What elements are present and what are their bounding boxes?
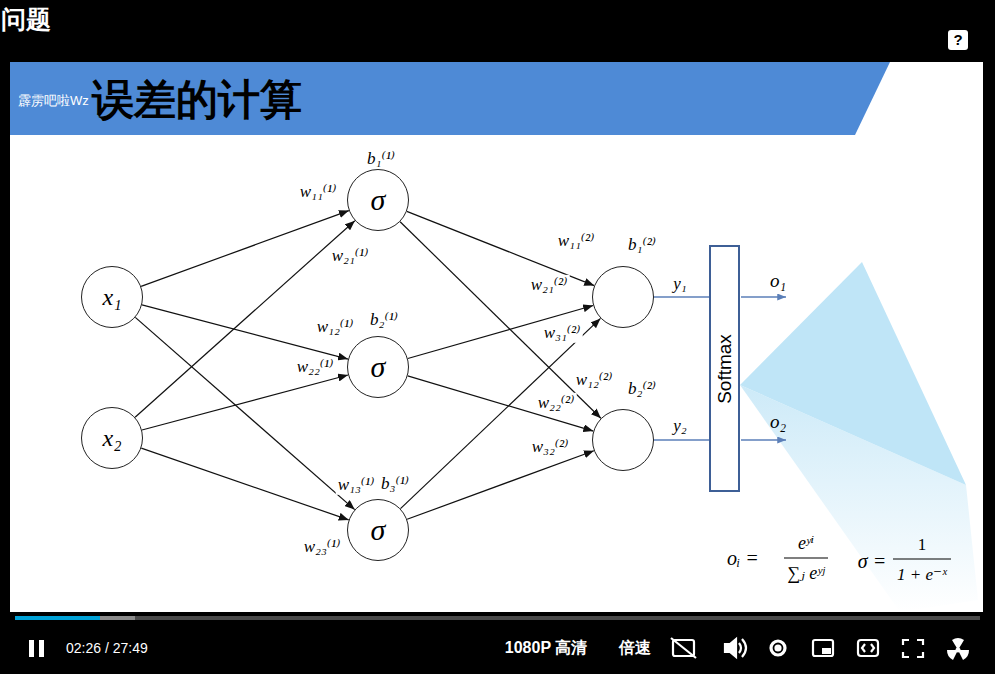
weight-arrow xyxy=(135,221,355,418)
settings-icon xyxy=(771,641,785,655)
weight-arrow xyxy=(407,451,594,520)
output-arrow xyxy=(741,439,786,440)
pause-icon xyxy=(39,640,44,657)
progress-buffer xyxy=(15,616,135,620)
bias-label: b₂⁽²⁾ xyxy=(626,378,658,399)
weight-arrow xyxy=(400,222,601,419)
weight-arrow xyxy=(141,448,348,520)
quality-button: 1080P 高清 xyxy=(505,638,587,657)
neuron-symbol: σ xyxy=(371,352,386,382)
weight-label: w₃₂⁽²⁾ xyxy=(530,437,571,457)
bias-label: b₁⁽²⁾ xyxy=(626,234,658,255)
weight-label: w₂₃⁽¹⁾ xyxy=(302,537,343,557)
weight-label: w₃₁⁽²⁾ xyxy=(542,323,583,343)
weight-arrow xyxy=(142,375,348,430)
output-neuron: b₂⁽²⁾ xyxy=(592,409,654,471)
title-band xyxy=(10,62,890,135)
signal-line xyxy=(654,439,709,440)
output-symbol: o₂ xyxy=(770,411,786,434)
neuron-symbol: σ xyxy=(371,185,386,215)
weight-label: w₂₁⁽¹⁾ xyxy=(330,246,371,266)
weight-arrow xyxy=(135,317,354,509)
output-neuron: b₁⁽²⁾ xyxy=(592,266,654,328)
weight-label: w₂₂⁽¹⁾ xyxy=(295,357,336,377)
slide-title: 误差的计算 xyxy=(92,72,302,128)
pip-icon xyxy=(813,640,833,656)
signal-label: y₁ xyxy=(671,274,688,294)
volume-icon xyxy=(742,639,746,657)
panel-title: 问题 xyxy=(1,4,51,34)
weight-arrow xyxy=(408,306,593,359)
radiation-icon xyxy=(958,650,969,660)
slide-ground xyxy=(10,62,983,612)
bias-label: b₂⁽¹⁾ xyxy=(368,309,400,330)
input-neuron: x₂ xyxy=(81,407,143,469)
weight-arrow xyxy=(141,211,349,287)
subtitle-icon xyxy=(671,638,696,658)
box-text: Softmax xyxy=(714,334,735,404)
weight-label: w₂₁⁽²⁾ xyxy=(529,275,570,295)
radiation-icon xyxy=(947,638,969,660)
weight-arrow xyxy=(408,376,594,431)
output-symbol: o₁ xyxy=(770,270,786,293)
volume-icon xyxy=(725,639,736,657)
weight-label: w₁₃⁽¹⁾ xyxy=(336,475,377,495)
bias-label: b₃⁽¹⁾ xyxy=(379,473,411,494)
progress-track xyxy=(15,616,980,620)
weight-label: w₂₂⁽²⁾ xyxy=(536,393,577,413)
help-icon xyxy=(948,30,968,50)
formula-term: eʸⁱ xyxy=(798,533,814,555)
pause-icon xyxy=(29,640,34,657)
formula-term: σ = xyxy=(858,549,886,573)
widescreen-icon xyxy=(862,644,874,652)
input-neuron: x₁ xyxy=(81,266,143,328)
control-icons xyxy=(671,638,923,658)
time-readout: 02:26 / 27:49 xyxy=(66,640,148,657)
progress-played xyxy=(15,616,100,620)
fraction-bar xyxy=(784,557,828,558)
weight-label: w₁₂⁽²⁾ xyxy=(574,370,615,390)
hidden-neuron: b₃⁽¹⁾σ xyxy=(347,499,409,561)
pointer-triangle xyxy=(740,262,966,485)
speed-button: 倍速 xyxy=(619,638,651,657)
formula-term: 1 xyxy=(918,535,927,555)
volume-icon xyxy=(739,643,741,653)
neuron-symbol: x₂ xyxy=(103,426,122,450)
widescreen-icon xyxy=(858,640,878,656)
weight-label: w₁₁⁽¹⁾ xyxy=(298,182,339,202)
signal-label: y₂ xyxy=(671,416,688,436)
radiation-icon xyxy=(952,638,964,650)
formula-term: ∑ⱼ eʸʲ xyxy=(787,563,825,585)
signal-line xyxy=(654,296,709,297)
pip-icon xyxy=(822,648,831,654)
hidden-neuron: b₁⁽¹⁾σ xyxy=(347,169,409,231)
weight-label: w₁₂⁽¹⁾ xyxy=(315,317,356,337)
weight-label: w₁₁⁽²⁾ xyxy=(556,231,597,251)
bias-label: b₁⁽¹⁾ xyxy=(365,148,397,169)
formula-term: oᵢ = xyxy=(727,546,759,570)
watermark: 霹雳吧啦Wz xyxy=(18,93,89,109)
help-glyph: ? xyxy=(953,31,962,49)
softmax-box: Softmax xyxy=(709,245,740,492)
formula-term: 1 + e⁻ˣ xyxy=(897,565,947,585)
settings-icon xyxy=(776,646,781,651)
radiation-icon xyxy=(947,650,958,660)
hidden-neuron: b₂⁽¹⁾σ xyxy=(347,336,409,398)
weight-arrow xyxy=(401,318,601,508)
output-arrow xyxy=(741,296,786,297)
neuron-symbol: σ xyxy=(371,515,386,545)
fullscreen-icon xyxy=(903,640,923,657)
fraction-bar xyxy=(893,558,951,559)
neuron-symbol: x₁ xyxy=(103,285,122,309)
